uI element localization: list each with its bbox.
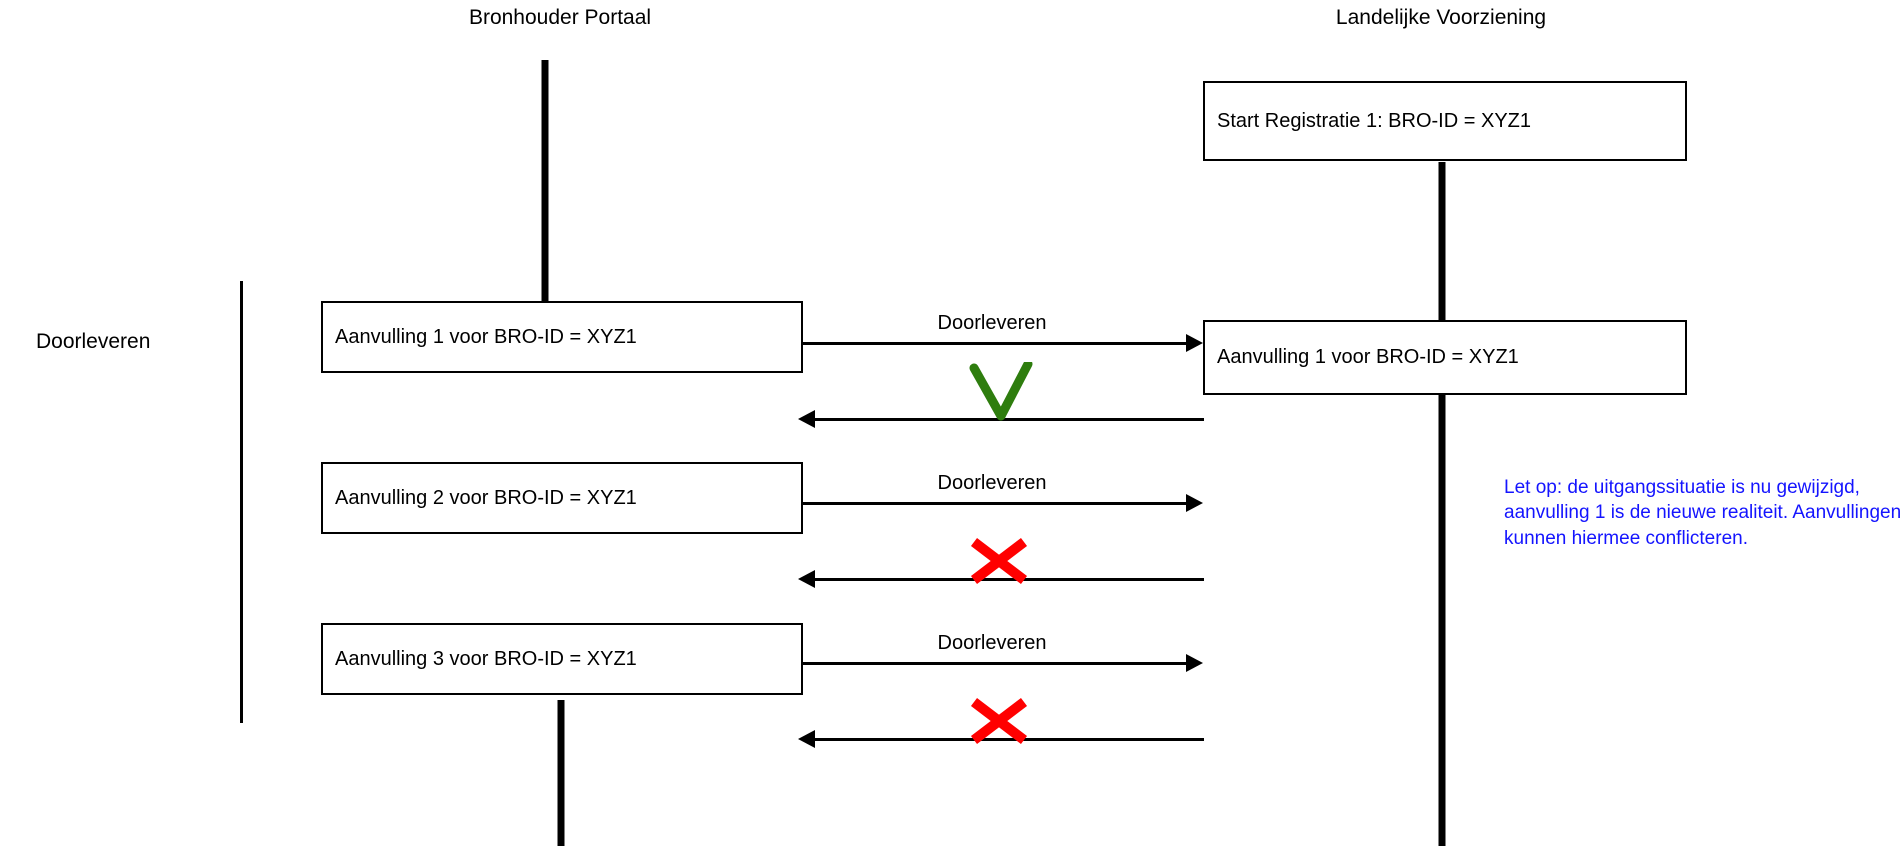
box-bp-aanvulling-2-label: Aanvulling 2 voor BRO-ID = XYZ1 [335, 486, 637, 509]
arrow-head-doorleveren-3 [1186, 654, 1203, 672]
note-conflict-warning: Let op: de uitgangssituatie is nu gewijz… [1504, 477, 1902, 549]
arrow-head-doorleveren-1 [1186, 334, 1203, 352]
box-bp-aanvulling-2[interactable]: Aanvulling 2 voor BRO-ID = XYZ1 [321, 462, 803, 534]
arrow-label-doorleveren-2: Doorleveren [937, 472, 1047, 494]
group-label-doorleveren: Doorleveren [36, 330, 151, 353]
arrow-head-return-2 [798, 570, 815, 588]
arrow-shaft-doorleveren-3 [803, 662, 1186, 665]
arrow-label-doorleveren-1: Doorleveren [937, 312, 1047, 334]
lifeline-landelijke-voorziening-lower [1438, 395, 1446, 846]
box-lv-aanvulling-1-label: Aanvulling 1 voor BRO-ID = XYZ1 [1217, 346, 1519, 368]
box-lv-aanvulling-1[interactable]: Aanvulling 1 voor BRO-ID = XYZ1 [1203, 320, 1687, 395]
arrow-shaft-return-1 [815, 418, 1204, 421]
failure-cross-icon-3 [968, 698, 1030, 744]
group-bracket-doorleveren [240, 281, 243, 723]
box-bp-aanvulling-1[interactable]: Aanvulling 1 voor BRO-ID = XYZ1 [321, 301, 803, 373]
arrow-shaft-return-2 [815, 578, 1204, 581]
lifeline-landelijke-voorziening-upper [1438, 162, 1446, 320]
failure-cross-icon-2 [968, 538, 1030, 584]
arrow-label-doorleveren-3: Doorleveren [937, 632, 1047, 654]
arrow-head-return-1 [798, 410, 815, 428]
arrow-shaft-doorleveren-2 [803, 502, 1186, 505]
arrow-head-doorleveren-2 [1186, 494, 1203, 512]
success-check-icon-1 [968, 362, 1036, 424]
participant-title-bronhouder-portaal: Bronhouder Portaal [468, 6, 652, 29]
arrow-shaft-return-3 [815, 738, 1204, 741]
participant-title-landelijke-voorziening: Landelijke Voorziening [1335, 6, 1547, 29]
box-start-registratie-label: Start Registratie 1: BRO-ID = XYZ1 [1217, 109, 1531, 132]
box-bp-aanvulling-3-label: Aanvulling 3 voor BRO-ID = XYZ1 [335, 647, 637, 670]
box-bp-aanvulling-3[interactable]: Aanvulling 3 voor BRO-ID = XYZ1 [321, 623, 803, 695]
arrow-head-return-3 [798, 730, 815, 748]
lifeline-bronhouder-portaal-lower [557, 700, 565, 846]
box-start-registratie[interactable]: Start Registratie 1: BRO-ID = XYZ1 [1203, 81, 1687, 161]
arrow-shaft-doorleveren-1 [803, 342, 1186, 345]
box-bp-aanvulling-1-label: Aanvulling 1 voor BRO-ID = XYZ1 [335, 325, 637, 348]
lifeline-bronhouder-portaal-upper [541, 60, 549, 302]
